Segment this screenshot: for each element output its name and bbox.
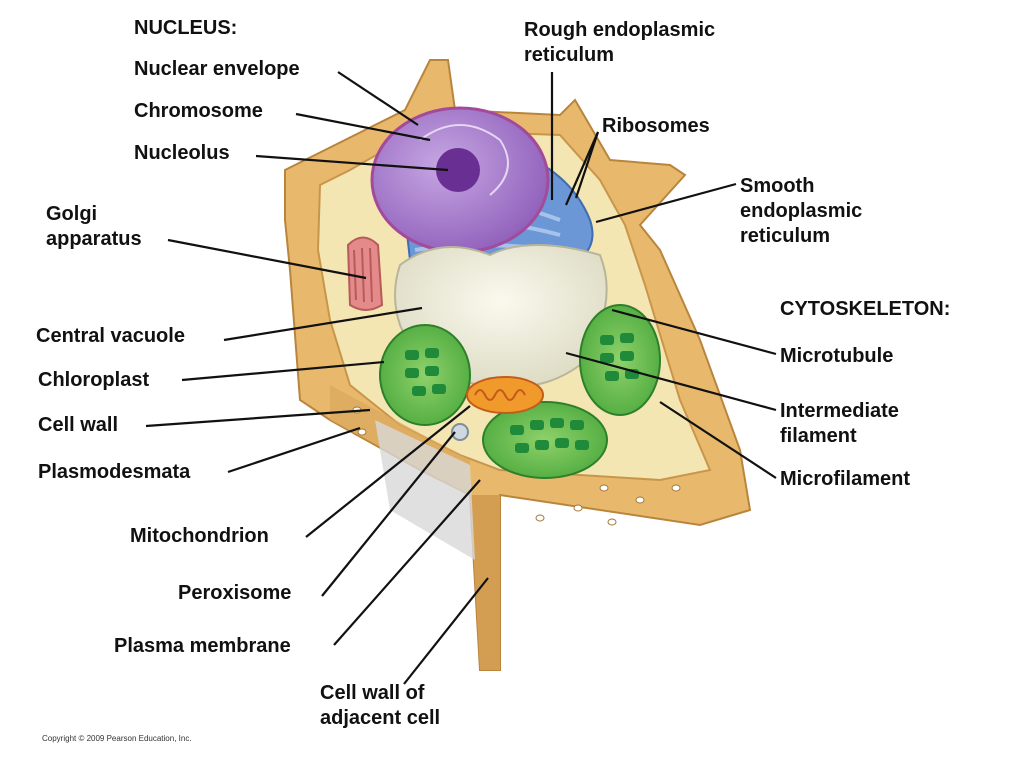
peroxisome-label: Peroxisome xyxy=(178,582,292,604)
cytoskeleton-heading: CYTOSKELETON: xyxy=(780,298,951,320)
cell-wall-adjacent-label: Cell wall of adjacent cell xyxy=(320,682,441,729)
mitochondrion-label: Mitochondrion xyxy=(130,525,269,547)
leader-lines xyxy=(145,71,777,685)
chloroplast-label: Chloroplast xyxy=(38,369,150,391)
cell-wall-label: Cell wall xyxy=(38,414,119,436)
ribosomes-label: Ribosomes xyxy=(602,115,710,137)
mitochondrion xyxy=(466,376,544,414)
smooth-er-label: Smooth endoplasmic reticulum xyxy=(740,175,863,247)
microtubule-label: Microtubule xyxy=(780,345,894,367)
nucleus-heading: NUCLEUS: xyxy=(134,17,238,39)
nuclear-envelope-label: Nuclear envelope xyxy=(134,58,300,80)
golgi-apparatus-label: Golgi apparatus xyxy=(46,203,142,250)
nucleus xyxy=(370,106,550,254)
peroxisome xyxy=(451,423,469,441)
chloroplast-right xyxy=(579,304,661,416)
chloroplast-bottom xyxy=(482,401,608,479)
nucleolus-label: Nucleolus xyxy=(134,142,230,164)
intermediate-filament-label: Intermediate filament xyxy=(780,400,899,447)
central-vacuole-label: Central vacuole xyxy=(36,325,185,347)
golgi-apparatus xyxy=(346,236,384,311)
microfilament-label: Microfilament xyxy=(780,468,911,490)
chromosome-label: Chromosome xyxy=(134,100,263,122)
plasma-membrane-label: Plasma membrane xyxy=(114,635,291,657)
chloroplast-left xyxy=(379,324,471,426)
plasmodesmata-label: Plasmodesmata xyxy=(38,461,191,483)
rough-er-label: Rough endoplasmic reticulum xyxy=(524,19,716,66)
copyright-notice: Copyright © 2009 Pearson Education, Inc. xyxy=(42,734,192,743)
